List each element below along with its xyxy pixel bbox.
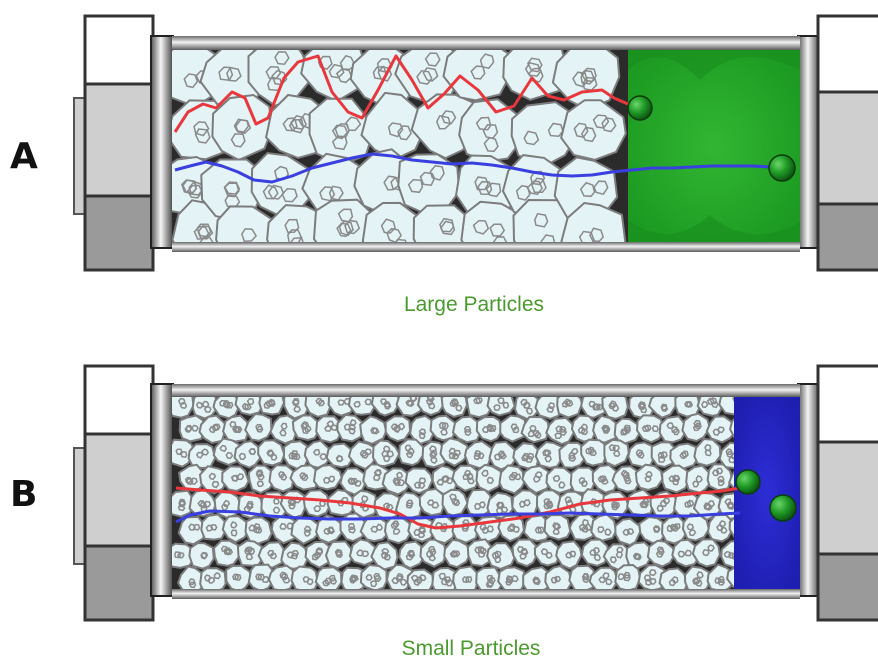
particle-icon xyxy=(257,439,286,467)
particle-icon xyxy=(381,467,412,496)
particle-icon xyxy=(475,566,504,589)
particle-icon xyxy=(361,201,428,242)
particle-icon xyxy=(371,439,401,468)
panel-b: B Small Particles xyxy=(10,364,878,659)
particle-icon xyxy=(475,463,504,493)
particle-icon xyxy=(315,415,345,444)
right-fitting-b xyxy=(797,364,878,622)
trace-red-a xyxy=(173,54,629,133)
particle-icon xyxy=(658,415,688,444)
particle-icon xyxy=(603,438,630,468)
particle-icon xyxy=(545,466,576,494)
particle-icon xyxy=(560,201,627,242)
particle-icon xyxy=(199,567,227,589)
analyte-sphere-icon xyxy=(769,494,797,522)
particle-icon xyxy=(510,101,577,168)
particle-icon xyxy=(511,538,539,568)
analyte-sphere-icon xyxy=(627,95,653,121)
right-fitting-a xyxy=(797,14,878,272)
particle-icon xyxy=(290,565,320,589)
particle-icon xyxy=(417,397,445,417)
particle-icon xyxy=(419,538,447,568)
analyte-band-green xyxy=(628,50,800,242)
particle-icon xyxy=(211,93,274,162)
particle-icon xyxy=(340,566,368,589)
particle-icon xyxy=(300,50,370,103)
particle-icon xyxy=(465,397,493,419)
particle-icon xyxy=(601,397,629,420)
left-fitting-b xyxy=(73,364,174,622)
particle-icon xyxy=(398,540,426,570)
particle-icon xyxy=(685,464,712,494)
particle-icon xyxy=(384,415,412,443)
particle-icon xyxy=(312,463,343,491)
particle-icon xyxy=(359,563,388,589)
particle-icon xyxy=(302,489,331,518)
analyte-sphere-icon xyxy=(768,154,796,182)
particle-bed-large xyxy=(172,50,627,242)
particle-icon xyxy=(486,542,516,570)
particle-icon xyxy=(693,437,722,467)
particle-icon xyxy=(221,515,251,544)
analyte-sphere-icon xyxy=(735,469,761,495)
particle-icon xyxy=(360,91,426,162)
panel-b-letter: B xyxy=(10,474,37,515)
particle-icon xyxy=(198,414,227,445)
trace-blue-a xyxy=(174,152,773,184)
trace-red-b xyxy=(175,486,741,530)
particle-icon xyxy=(451,464,481,492)
caption-small-particles: Small Particles xyxy=(402,637,541,659)
particle-icon xyxy=(521,464,551,495)
particle-icon xyxy=(568,564,596,589)
particle-icon xyxy=(172,489,196,518)
particle-icon xyxy=(176,565,206,589)
particle-icon xyxy=(502,50,568,101)
particle-icon xyxy=(555,540,583,570)
particle-icon xyxy=(486,397,516,417)
particle-icon xyxy=(637,564,666,589)
particle-icon xyxy=(221,465,250,493)
particle-icon xyxy=(418,487,446,517)
particle-icon xyxy=(705,415,736,444)
trace-blue-b xyxy=(175,509,741,524)
panel-a-letter: A xyxy=(10,136,38,177)
particle-icon xyxy=(200,513,227,541)
particle-icon xyxy=(215,205,278,242)
caption-large-particles: Large Particles xyxy=(404,293,544,316)
particle-icon xyxy=(383,515,412,545)
particle-icon xyxy=(362,463,389,491)
particle-icon xyxy=(590,513,618,542)
panel-a: A Large Particles xyxy=(10,14,878,316)
particle-icon xyxy=(475,415,504,443)
particle-icon xyxy=(304,397,333,418)
particle-icon xyxy=(233,440,264,469)
left-fitting-a xyxy=(73,14,174,272)
particle-icon xyxy=(706,513,734,543)
